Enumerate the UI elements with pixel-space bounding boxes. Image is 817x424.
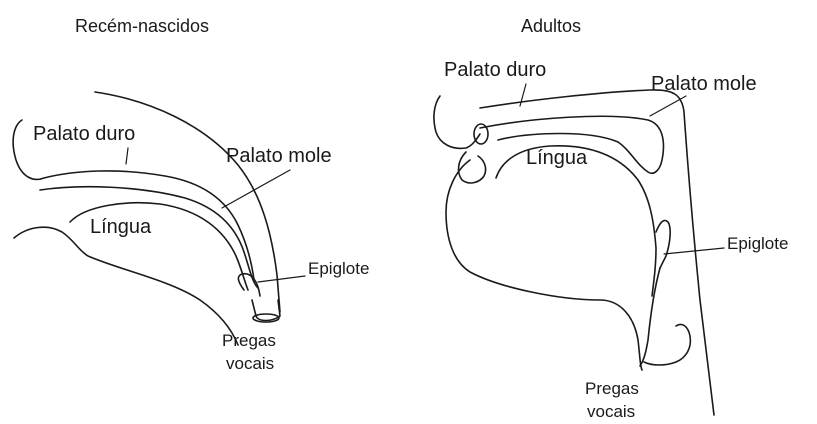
newborn-epiglottis-outline — [238, 274, 260, 296]
newborn-label-hard-palate: Palato duro — [33, 123, 135, 145]
adult-upper-lip-outline — [434, 96, 480, 148]
adult-jaw-outline — [446, 160, 642, 370]
adult-larynx-outline — [640, 268, 660, 366]
newborn-leader-soft-palate — [222, 170, 290, 208]
newborn-label-vocal-folds-1: Pregas — [222, 331, 276, 350]
newborn-panel: Recém-nascidos Palato duro Palato mole L… — [13, 16, 369, 373]
adult-panel: Adultos Palato duro Palato mole Língua E… — [434, 16, 789, 421]
adult-label-epiglottis: Epiglote — [727, 234, 788, 253]
adult-label-vocal-folds-1: Pregas — [585, 379, 639, 398]
newborn-vocal-folds-outline — [252, 300, 280, 321]
newborn-label-tongue: Língua — [90, 216, 152, 238]
newborn-label-vocal-folds-2: vocais — [226, 354, 274, 373]
adult-label-hard-palate: Palato duro — [444, 59, 546, 81]
adult-epiglottis-outline — [656, 220, 670, 268]
newborn-jaw-outline — [14, 227, 238, 345]
adult-leader-hard-palate — [520, 84, 526, 106]
adult-leader-epiglottis — [664, 248, 724, 254]
newborn-label-epiglottis: Epiglote — [308, 259, 369, 278]
adult-title: Adultos — [521, 16, 581, 36]
adult-vocal-folds-outline — [644, 324, 690, 365]
adult-label-tongue: Língua — [526, 147, 588, 169]
adult-label-soft-palate: Palato mole — [651, 73, 757, 95]
newborn-leader-epiglottis — [258, 276, 305, 282]
newborn-title: Recém-nascidos — [75, 16, 209, 36]
newborn-label-soft-palate: Palato mole — [226, 145, 332, 167]
newborn-leader-hard-palate — [126, 148, 128, 164]
adult-label-vocal-folds-2: vocais — [587, 402, 635, 421]
adult-leader-soft-palate — [650, 96, 686, 116]
